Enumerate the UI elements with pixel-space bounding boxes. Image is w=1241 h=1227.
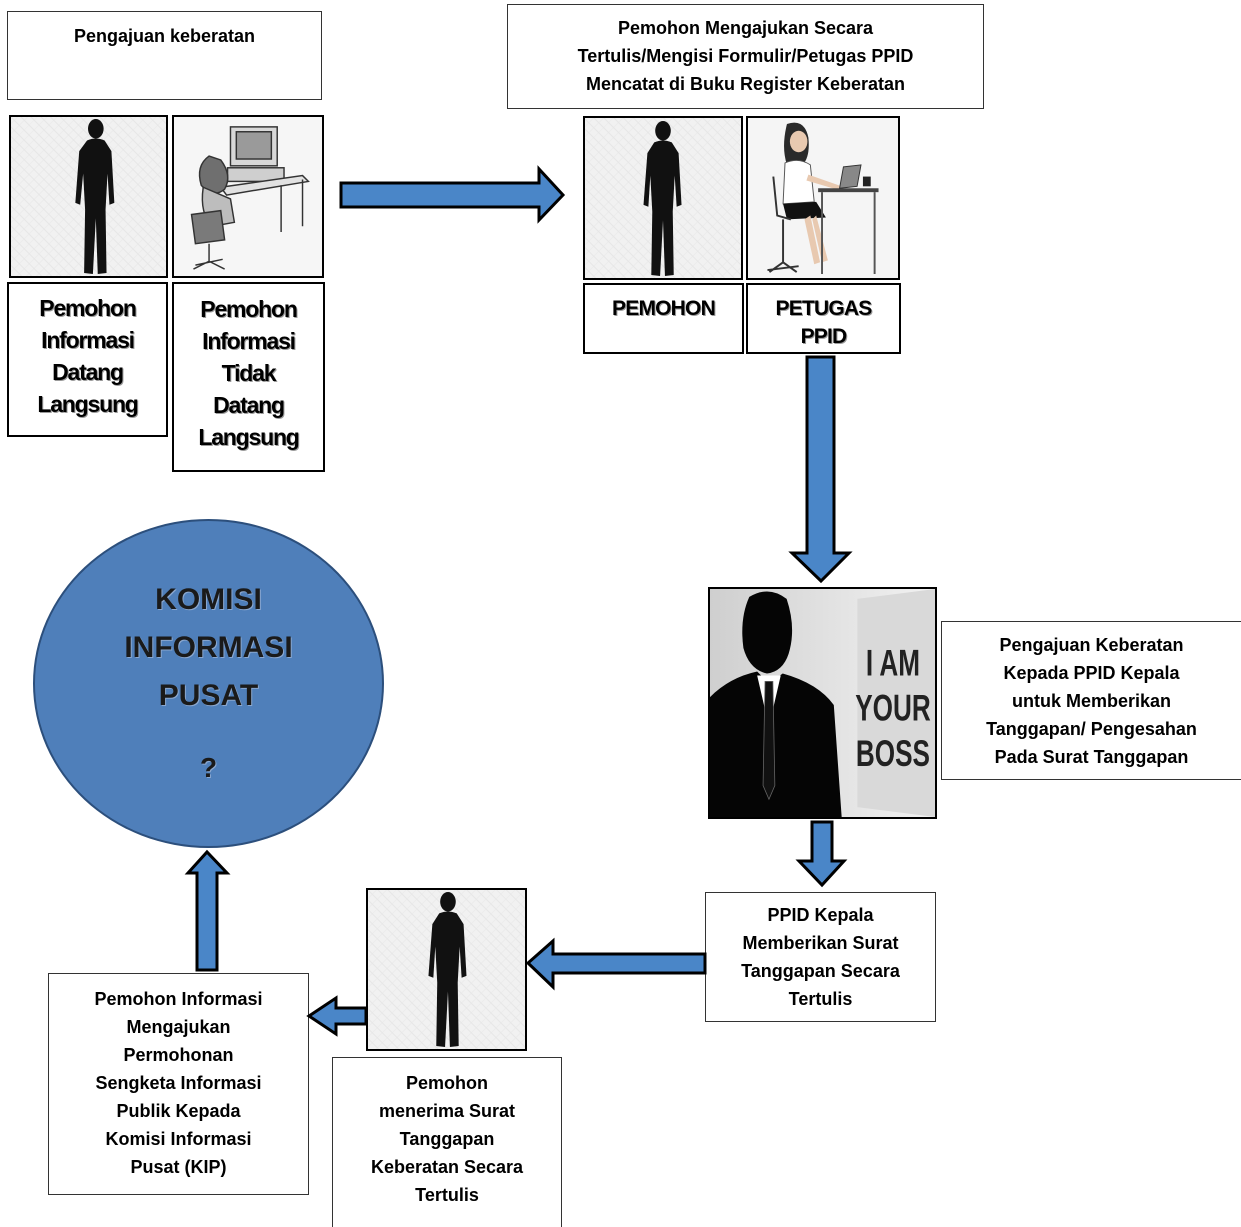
applicant-direct-photo — [9, 115, 168, 278]
dispute-box: Pemohon Informasi Mengajukan Permohonan … — [48, 973, 309, 1195]
applicant-label-box: PEMOHON — [583, 283, 744, 354]
direct-label-line-2: Informasi — [41, 327, 135, 353]
dispute-line-2: Mengajukan — [126, 1017, 231, 1037]
indirect-label-line-1: Pemohon — [200, 296, 298, 322]
receive-letter-box: Pemohon menerima Surat Tanggapan Keberat… — [332, 1057, 562, 1227]
commission-line-1: KOMISI — [155, 583, 262, 616]
receiving-applicant-photo — [366, 888, 527, 1051]
person-at-computer-icon — [190, 126, 310, 270]
boss-caption-line-4: Tanggapan/ Pengesahan — [986, 719, 1197, 739]
boss-silhouette-icon: I AM YOUR BOSS — [710, 589, 935, 817]
arrow-left-to-applicant — [525, 937, 707, 991]
indirect-label-line-5: Langsung — [198, 424, 299, 450]
header-right-line-3: Mencatat di Buku Register Keberatan — [585, 74, 906, 94]
ppid-head-line-4: Tertulis — [788, 989, 853, 1009]
boss-caption-line-1: Pengajuan Keberatan — [999, 635, 1184, 655]
header-left-title: Pengajuan keberatan — [73, 26, 256, 46]
applicant-label: PEMOHON — [612, 297, 716, 320]
arrow-up-to-commission — [184, 849, 231, 972]
dispute-line-7: Pusat (KIP) — [130, 1157, 227, 1177]
boss-sign-line-3: BOSS — [856, 732, 930, 774]
boss-sign-line-1: I AM — [866, 642, 920, 684]
standing-man-silhouette-icon — [643, 120, 682, 276]
ppid-head-line-1: PPID Kepala — [767, 905, 874, 925]
officer-label-line-1: PETUGAS — [775, 297, 873, 320]
header-right-box: Pemohon Mengajukan Secara Tertulis/Mengi… — [507, 4, 984, 109]
ppid-head-line-2: Memberikan Surat — [742, 933, 899, 953]
boss-caption-box: Pengajuan Keberatan Kepada PPID Kepala u… — [941, 621, 1241, 780]
boss-caption-line-5: Pada Surat Tanggapan — [994, 747, 1189, 767]
direct-label-line-3: Datang — [52, 359, 124, 385]
indirect-label-line-3: Tidak — [221, 360, 277, 386]
applicant-direct-label-box: Pemohon Informasi Datang Langsung — [7, 282, 168, 437]
arrow-down-to-boss — [788, 355, 853, 584]
header-right-line-2: Tertulis/Mengisi Formulir/Petugas PPID — [577, 46, 914, 66]
commission-question: ? — [199, 752, 218, 783]
header-right-line-1: Pemohon Mengajukan Secara — [617, 18, 874, 38]
dispute-line-4: Sengketa Informasi — [95, 1073, 262, 1093]
arrow-right-to-ppid — [339, 165, 566, 224]
boss-sign-line-2: YOUR — [855, 687, 930, 729]
commission-line-2: INFORMASI — [124, 631, 293, 664]
commission-circle — [33, 519, 384, 848]
arrow-left-to-dispute — [306, 995, 368, 1037]
boss-caption-line-2: Kepada PPID Kepala — [1003, 663, 1180, 683]
dispute-line-6: Komisi Informasi — [105, 1129, 252, 1149]
commission-line-3: PUSAT — [158, 679, 259, 712]
ppid-head-box: PPID Kepala Memberikan Surat Tanggapan S… — [705, 892, 936, 1022]
arrow-down-to-ppid-head — [795, 820, 848, 888]
dispute-line-3: Permohonan — [123, 1045, 234, 1065]
applicant-photo — [583, 116, 743, 280]
standing-man-silhouette-icon — [428, 891, 467, 1048]
boss-photo: I AM YOUR BOSS — [708, 587, 937, 819]
receive-line-3: Tanggapan — [399, 1129, 495, 1149]
officer-photo — [746, 116, 900, 280]
direct-label-line-1: Pemohon — [39, 295, 137, 321]
indirect-label-line-4: Datang — [213, 392, 285, 418]
header-left-box: Pengajuan keberatan — [7, 11, 322, 100]
applicant-indirect-label-box: Pemohon Informasi Tidak Datang Langsung — [172, 282, 325, 472]
applicant-indirect-photo — [172, 115, 324, 278]
officer-label-line-2: PPID — [800, 325, 848, 348]
woman-at-desk-icon — [767, 122, 879, 274]
receive-line-4: Keberatan Secara — [370, 1157, 524, 1177]
officer-label-box: PETUGAS PPID — [746, 283, 901, 354]
receive-line-5: Tertulis — [415, 1185, 479, 1205]
boss-caption-line-3: untuk Memberikan — [1011, 691, 1172, 711]
direct-label-line-4: Langsung — [37, 391, 138, 417]
receive-line-2: menerima Surat — [378, 1101, 516, 1121]
standing-man-silhouette-icon — [75, 119, 115, 274]
indirect-label-line-2: Informasi — [202, 328, 296, 354]
dispute-line-5: Publik Kepada — [116, 1101, 241, 1121]
receive-line-1: Pemohon — [405, 1073, 488, 1093]
dispute-line-1: Pemohon Informasi — [94, 989, 263, 1009]
ppid-head-line-3: Tanggapan Secara — [741, 961, 900, 981]
